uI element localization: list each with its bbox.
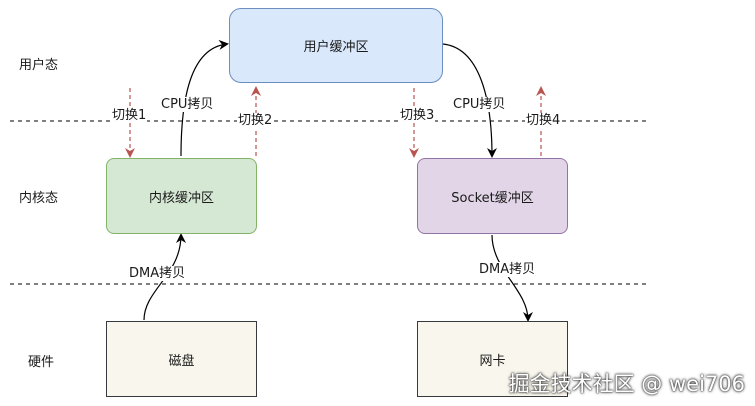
switch3-label: 切换3 — [399, 108, 436, 123]
kernel-buffer-box: 内核缓冲区 — [106, 158, 257, 234]
socket-buffer-box: Socket缓冲区 — [417, 158, 568, 234]
dma-copy-right-label: DMA拷贝 — [478, 262, 537, 277]
switch2-label: 切换2 — [237, 113, 274, 128]
dma-copy-left-label: DMA拷贝 — [128, 266, 187, 281]
disk-box: 磁盘 — [106, 321, 257, 397]
cpu-copy-left-arrow — [180, 39, 229, 157]
lane-label-kernel: 内核态 — [19, 191, 59, 206]
switch1-label: 切换1 — [111, 108, 148, 123]
dma-copy-left-arrow — [143, 233, 186, 321]
lane-label-hardware: 硬件 — [28, 355, 55, 370]
user-buffer-box: 用户缓冲区 — [229, 8, 443, 83]
switch4-label: 切换4 — [525, 113, 562, 128]
nic-box: 网卡 — [417, 321, 568, 397]
dma-copy-right-arrow — [491, 234, 533, 322]
cpu-copy-right-arrow — [442, 43, 497, 158]
cpu-copy-left-label: CPU拷贝 — [160, 97, 215, 112]
lane-label-user: 用户态 — [19, 58, 59, 73]
watermark-text: 掘金技术社区 @ wei706 — [508, 372, 745, 396]
cpu-copy-right-label: CPU拷贝 — [452, 97, 507, 112]
